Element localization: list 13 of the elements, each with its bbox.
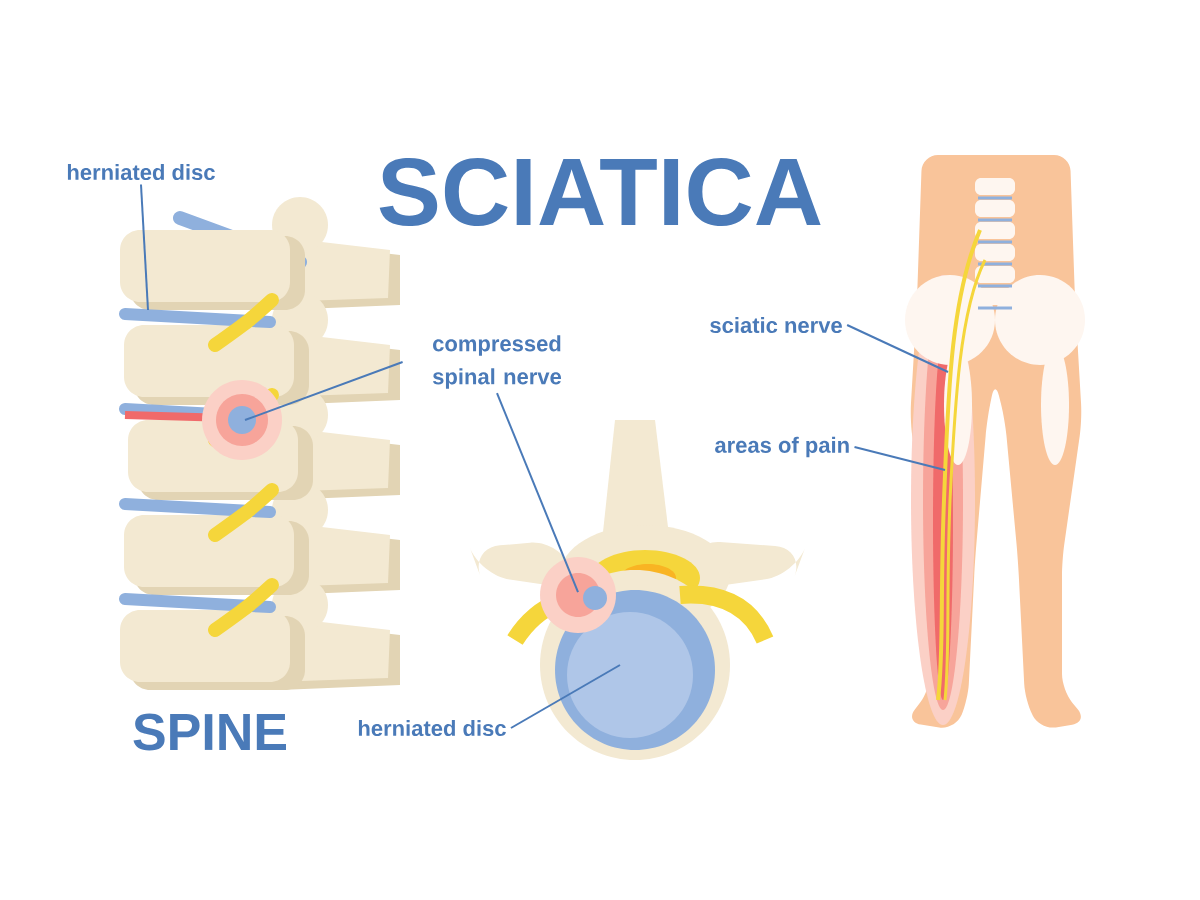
heading: SPINE	[133, 713, 286, 751]
leader-line	[140, 183, 149, 311]
leader-line	[244, 361, 404, 421]
label-text: herniated disc	[67, 163, 215, 181]
leader-line	[853, 446, 946, 471]
title: SCIATICA	[379, 158, 821, 226]
label-text: herniated disc	[358, 719, 506, 737]
label-text: areas of pain	[715, 436, 849, 458]
label-text: compressed spinal nerve	[433, 335, 562, 389]
leader-line	[509, 664, 621, 729]
label-text: sciatic nerve	[710, 316, 842, 334]
leader-line	[846, 324, 949, 373]
leader-line	[496, 392, 579, 593]
